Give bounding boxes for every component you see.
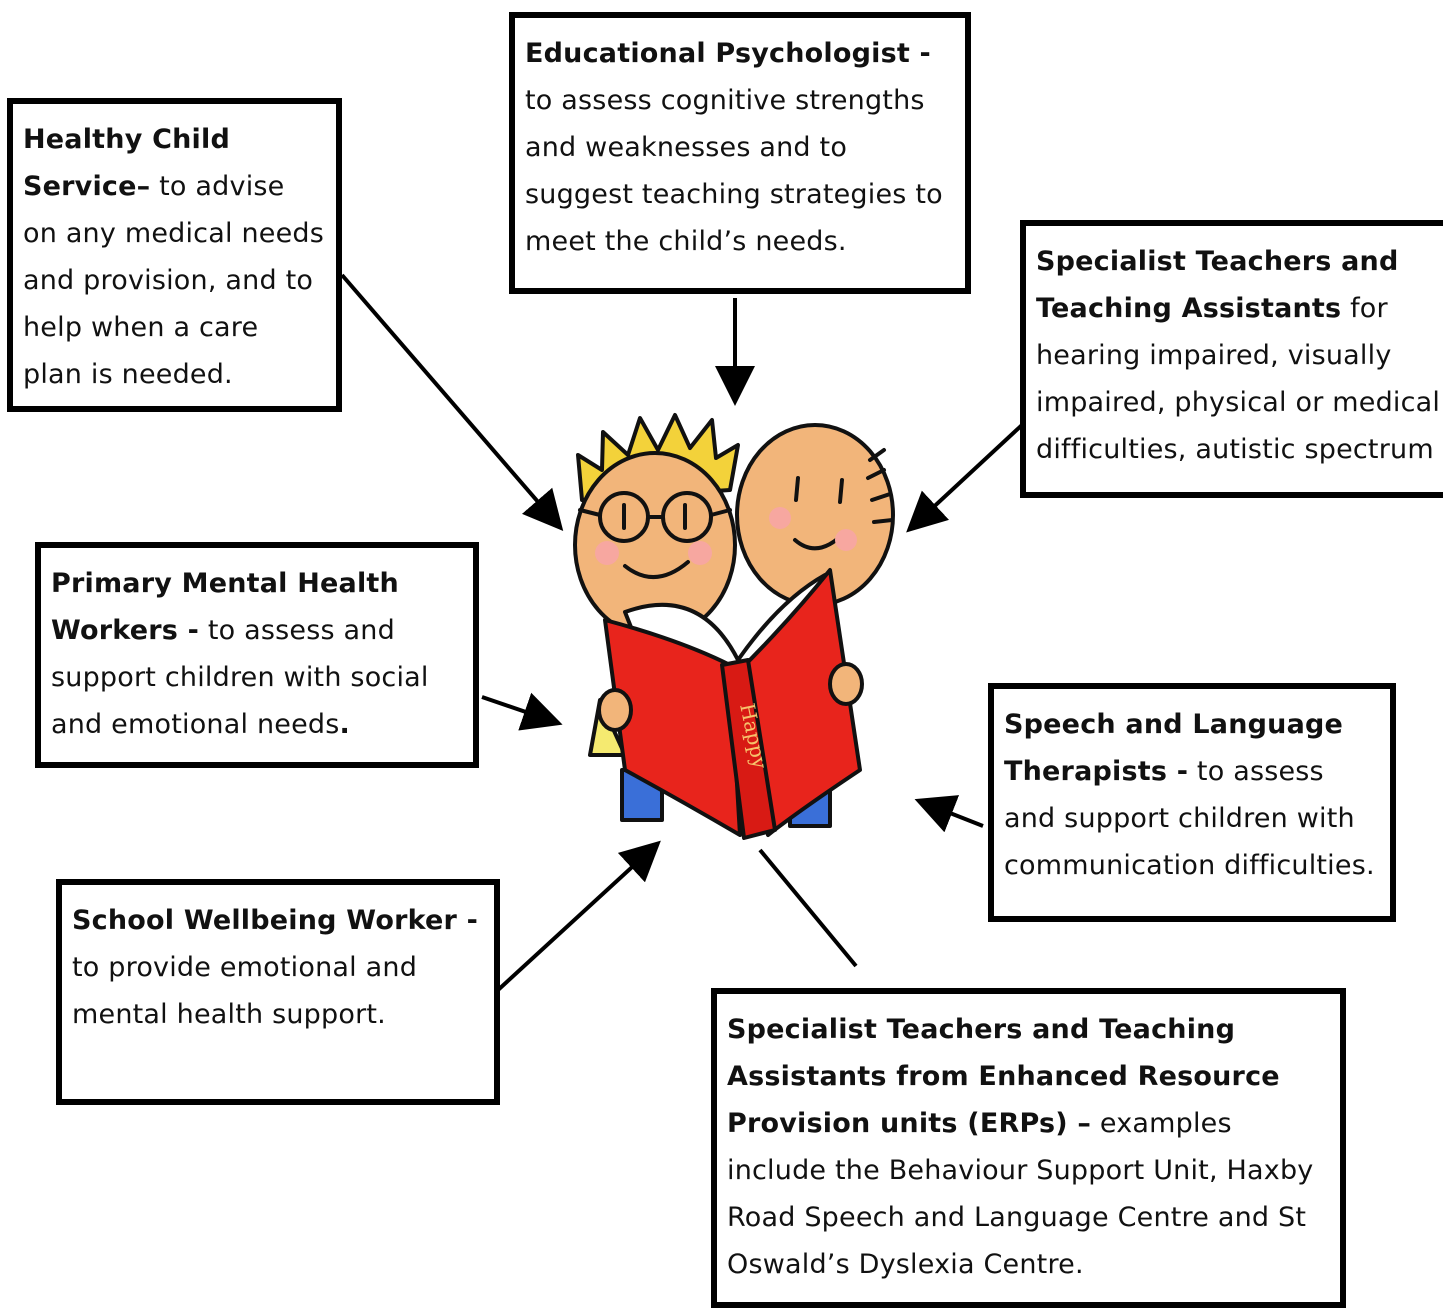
primary-mental-health-text: to assess and support children with soci… <box>51 615 429 740</box>
arrow-wellbeing <box>496 840 661 992</box>
speech-language-heading: Speech and Language Therapists - <box>1004 709 1344 787</box>
right-child-head <box>735 423 895 607</box>
healthy-child-service-heading: Healthy Child Service– <box>23 124 230 202</box>
specialist-teachers-heading: Specialist Teachers and Teaching Assista… <box>1036 246 1399 324</box>
book-left-cover <box>603 618 742 837</box>
healthy-child-service-box: Healthy Child Service– to advise on any … <box>7 98 342 412</box>
school-wellbeing-text: to provide emotional and mental health s… <box>72 952 418 1030</box>
erp-box: Specialist Teachers and Teaching Assista… <box>711 988 1346 1308</box>
speech-language-box: Speech and Language Therapists - to asse… <box>988 683 1396 922</box>
specialist-teachers-box: Specialist Teachers and Teaching Assista… <box>1020 220 1443 498</box>
educational-psychologist-heading: Educational Psychologist - <box>525 38 931 69</box>
primary-mental-health-tail: . <box>339 709 350 740</box>
book-spine <box>720 658 777 840</box>
speech-language-text: to assess and support children with comm… <box>1004 756 1375 881</box>
educational-psychologist-text: to assess cognitive strengths and weakne… <box>525 85 943 257</box>
healthy-child-service-text: to advise on any medical needs and provi… <box>23 171 324 390</box>
erp-text: examples include the Behaviour Support U… <box>727 1108 1314 1280</box>
school-wellbeing-heading: School Wellbeing Worker - <box>72 905 479 936</box>
arrow-speech <box>914 795 984 833</box>
arrow-primary <box>481 692 563 731</box>
specialist-teachers-text: for hearing impaired, visually impaired,… <box>1036 293 1441 465</box>
primary-mental-health-heading: Primary Mental Health Workers - <box>51 568 399 646</box>
arrow-specialist <box>906 423 1024 533</box>
primary-mental-health-box: Primary Mental Health Workers - to asses… <box>35 542 479 768</box>
educational-psychologist-box: Educational Psychologist - to assess cog… <box>509 12 971 294</box>
erp-heading: Specialist Teachers and Teaching Assista… <box>727 1014 1280 1139</box>
arrow-healthy <box>340 273 564 532</box>
school-wellbeing-box: School Wellbeing Worker - to provide emo… <box>56 879 500 1105</box>
arrow-erp <box>758 848 858 968</box>
